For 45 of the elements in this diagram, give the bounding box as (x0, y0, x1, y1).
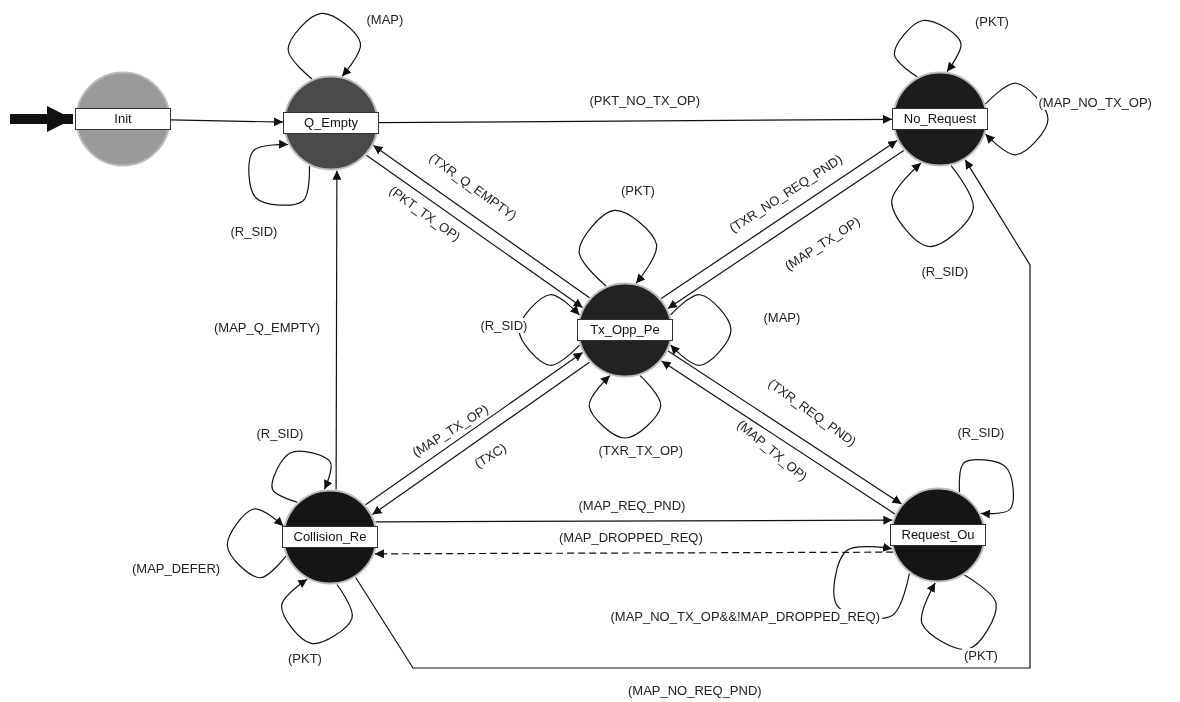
start-arrow (10, 106, 73, 132)
self-loop-arrow (518, 294, 581, 366)
transition-arrow (365, 154, 584, 309)
state-name: Request_Ou (890, 524, 986, 546)
transition-arrow (170, 117, 284, 127)
self-loop-arrow (893, 19, 962, 78)
transition-label: (MAP_NO_TX_OP) (1036, 94, 1154, 110)
transition-label: (R_SID) (478, 317, 530, 333)
transition-arrow (667, 350, 903, 505)
state-name: Collision_Re (282, 526, 378, 548)
self-loop-arrow (891, 162, 974, 248)
transition-arrow (374, 515, 893, 525)
state-name: Tx_Opp_Pe (577, 319, 673, 341)
transition-arrow (667, 149, 905, 310)
self-loop-arrow (578, 209, 658, 287)
state-circle (892, 71, 988, 167)
state-name: Init (75, 108, 171, 130)
transition-arrow (660, 360, 896, 515)
self-loop-arrow (280, 578, 353, 645)
transition-arrow (374, 549, 894, 559)
state-circle (282, 489, 378, 585)
self-loop-arrow (984, 82, 1049, 156)
state-circle (890, 487, 986, 583)
transition-label: (PKT) (962, 647, 1000, 663)
transition-arrow (372, 144, 591, 299)
transition-arrow (332, 170, 342, 490)
self-loop-arrow (248, 139, 311, 206)
state-name: Q_Empty (283, 112, 379, 134)
self-loop-arrow (958, 459, 1014, 519)
transition-arrow (364, 351, 584, 506)
state-circle (283, 75, 379, 171)
transition-arrow (378, 114, 893, 124)
transition-arrow (660, 139, 898, 300)
self-loop-arrow (669, 294, 732, 366)
self-loop-arrow (287, 12, 362, 80)
transition-arrow (371, 361, 591, 516)
self-loop-arrow (226, 508, 287, 579)
state-circle (75, 71, 171, 167)
self-loop-arrow (588, 374, 662, 439)
transition-arrow (355, 159, 1031, 669)
self-loop-arrow (271, 450, 333, 503)
transition-label: (MAP_NO_TX_OP&&!MAP_DROPPED_REQ) (608, 608, 882, 624)
state-name: No_Request (892, 108, 988, 130)
state-circle (577, 282, 673, 378)
self-loop-arrow (920, 574, 997, 650)
